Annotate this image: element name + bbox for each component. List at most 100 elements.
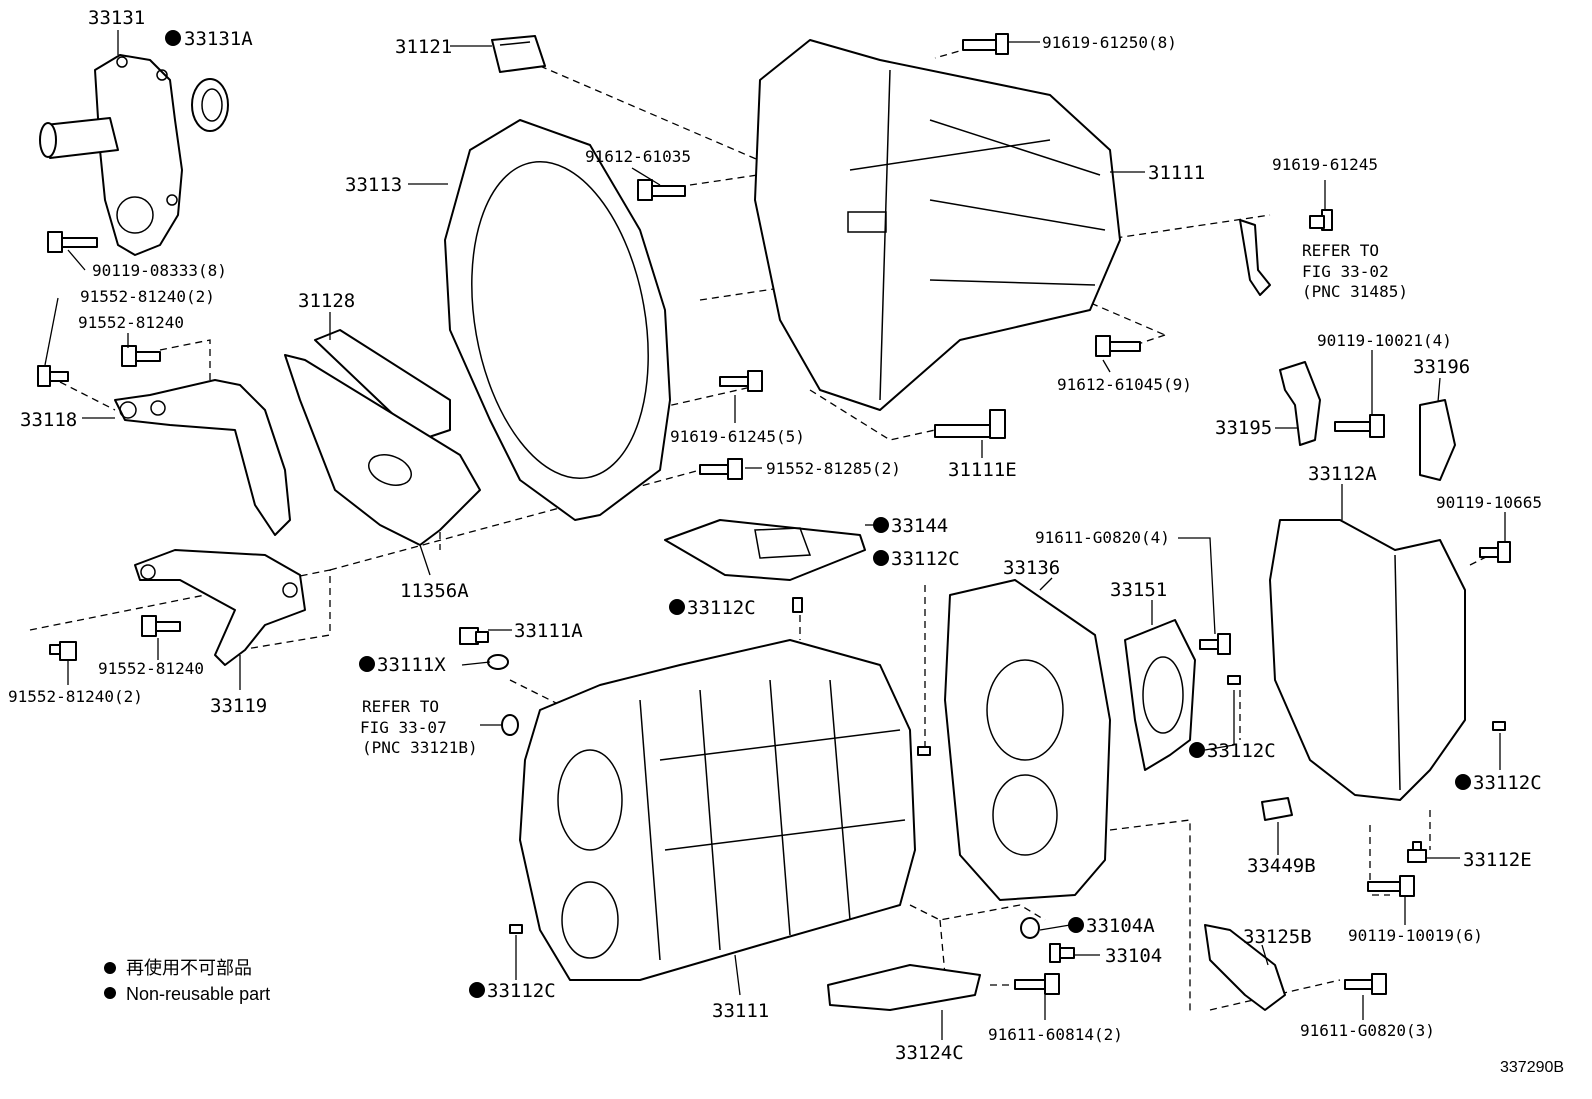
part-33113-adapter-plate bbox=[444, 119, 671, 521]
label-31121: 31121 bbox=[395, 36, 452, 58]
bolt-91619-61245-5 bbox=[719, 370, 763, 392]
part-33131A-oil-seal bbox=[191, 78, 229, 132]
label-33111: 33111 bbox=[712, 1000, 769, 1022]
label-33136: 33136 bbox=[1003, 557, 1060, 579]
non-reusable-marker bbox=[1455, 774, 1471, 790]
label-90119-10021: 90119-10021(4) bbox=[1317, 331, 1452, 350]
label-refer-fig-33-02-line2: FIG 33-02 bbox=[1302, 262, 1389, 281]
label-refer-fig-33-02-line3: (PNC 31485) bbox=[1302, 282, 1408, 301]
label-refer-fig-33-07-line3: (PNC 33121B) bbox=[362, 738, 478, 757]
bolt-91552-81240-a bbox=[37, 365, 69, 387]
label-90119-10019: 90119-10019(6) bbox=[1348, 926, 1483, 945]
legend-japanese: 再使用不可部品 bbox=[126, 958, 252, 978]
bolt-91552-81285 bbox=[699, 458, 743, 480]
label-refer-fig-33-07-line2: FIG 33-07 bbox=[360, 718, 447, 737]
part-33131-extension-housing bbox=[39, 54, 183, 256]
label-refer-fig-33-07-line1: REFER TO bbox=[362, 697, 439, 716]
bolt-90119-08333 bbox=[47, 231, 98, 253]
label-91611-G0820-4: 91611-G0820(4) bbox=[1035, 528, 1170, 547]
label-91552-81240-2a: 91552-81240(2) bbox=[80, 287, 215, 306]
label-91619-61250: 91619-61250(8) bbox=[1042, 33, 1177, 52]
label-33131A: 33131A bbox=[184, 28, 253, 50]
label-91611-G0820-3: 91611-G0820(3) bbox=[1300, 1021, 1435, 1040]
label-91552-81240-2b: 91552-81240(2) bbox=[8, 687, 143, 706]
label-91552-81285: 91552-81285(2) bbox=[766, 459, 901, 478]
figure-id: 337290B bbox=[1500, 1059, 1564, 1076]
bolt-91552-81240-c bbox=[141, 615, 181, 637]
label-refer-fig-33-02-line1: REFER TO bbox=[1302, 241, 1379, 260]
legend: 再使用不可部品 Non-reusable part bbox=[104, 958, 270, 1004]
non-reusable-marker bbox=[669, 599, 685, 615]
label-33112C-b: 33112C bbox=[687, 597, 756, 619]
label-33104: 33104 bbox=[1105, 945, 1162, 967]
label-33104A: 33104A bbox=[1086, 915, 1155, 937]
bolt-90119-10021 bbox=[1334, 414, 1385, 438]
legend-dot-japanese bbox=[104, 962, 116, 974]
label-91619-61245: 91619-61245 bbox=[1272, 155, 1378, 174]
non-reusable-marker bbox=[1189, 742, 1205, 758]
legend-dot-english bbox=[104, 987, 116, 999]
label-33112C-d: 33112C bbox=[1473, 772, 1542, 794]
non-reusable-marker bbox=[165, 30, 181, 46]
part-33151-bearing-retainer bbox=[1124, 619, 1196, 771]
bolt-91552-81240-b bbox=[121, 345, 161, 367]
label-90119-08333: 90119-08333(8) bbox=[92, 261, 227, 280]
non-reusable-marker bbox=[469, 982, 485, 998]
label-91552-81240-b: 91552-81240 bbox=[98, 659, 204, 678]
label-33125B: 33125B bbox=[1243, 926, 1312, 948]
label-33112C-c: 33112C bbox=[1207, 740, 1276, 762]
label-33111X: 33111X bbox=[377, 654, 446, 676]
bolt-91612-61045 bbox=[1095, 335, 1141, 357]
label-33118: 33118 bbox=[20, 409, 77, 431]
bolt-91611-G0820-4 bbox=[1199, 633, 1231, 655]
label-91619-61245-5: 91619-61245(5) bbox=[670, 427, 805, 446]
label-31111: 31111 bbox=[1148, 162, 1205, 184]
bolt-91552-81240-d bbox=[49, 641, 77, 661]
pin-33112C bbox=[509, 597, 1506, 934]
label-90119-10665: 90119-10665 bbox=[1436, 493, 1542, 512]
part-33124C-guide bbox=[827, 964, 981, 1011]
part-33196-lever bbox=[1419, 399, 1456, 481]
label-33131: 33131 bbox=[88, 7, 145, 29]
part-33136-intermediate-plate bbox=[944, 579, 1111, 901]
legend-english: Non-reusable part bbox=[126, 984, 270, 1004]
part-33449B-block bbox=[1261, 797, 1293, 821]
washer-33104A bbox=[1020, 917, 1040, 939]
label-31111E: 31111E bbox=[948, 459, 1017, 481]
label-33112C-a: 33112C bbox=[891, 548, 960, 570]
label-91612-61045: 91612-61045(9) bbox=[1057, 375, 1192, 394]
plug-33121B bbox=[501, 714, 519, 736]
plug-33112E bbox=[1407, 841, 1427, 863]
bolt-90119-10665 bbox=[1479, 541, 1511, 563]
bolt-91619-61245 bbox=[1309, 209, 1333, 231]
non-reusable-marker bbox=[873, 550, 889, 566]
non-reusable-marker bbox=[873, 517, 889, 533]
bolt-91611-G0820-3 bbox=[1344, 973, 1387, 995]
part-33112A-extension-housing bbox=[1269, 519, 1466, 801]
label-33119: 33119 bbox=[210, 695, 267, 717]
bolt-91611-60814 bbox=[1014, 973, 1060, 995]
bolt-91612-61035 bbox=[637, 179, 686, 201]
label-91612-61035: 91612-61035 bbox=[585, 147, 691, 166]
part-33119-bracket bbox=[134, 549, 306, 666]
label-33195: 33195 bbox=[1215, 417, 1272, 439]
label-33112C-e: 33112C bbox=[487, 980, 556, 1002]
bolts bbox=[37, 33, 1511, 995]
bolt-33104 bbox=[1049, 943, 1075, 963]
label-11356A: 11356A bbox=[400, 580, 469, 602]
label-33124C: 33124C bbox=[895, 1042, 964, 1064]
plug-33111A bbox=[459, 627, 489, 645]
label-33113: 33113 bbox=[345, 174, 402, 196]
gasket-33111X bbox=[487, 654, 509, 670]
part-33118-bracket bbox=[114, 379, 291, 536]
part-33144-gasket bbox=[664, 519, 866, 581]
part-33195-lever bbox=[1279, 361, 1321, 446]
part-33125B-bracket bbox=[1204, 924, 1286, 1011]
label-31128: 31128 bbox=[298, 290, 355, 312]
part-31121-cover bbox=[491, 35, 546, 73]
label-33112A: 33112A bbox=[1308, 463, 1377, 485]
bolt-31111E bbox=[934, 409, 1006, 439]
non-reusable-marker bbox=[1068, 917, 1084, 933]
part-labels: 33131 33131A 31121 91619-61250(8) 33113 … bbox=[8, 7, 1542, 1064]
label-33196: 33196 bbox=[1413, 356, 1470, 378]
